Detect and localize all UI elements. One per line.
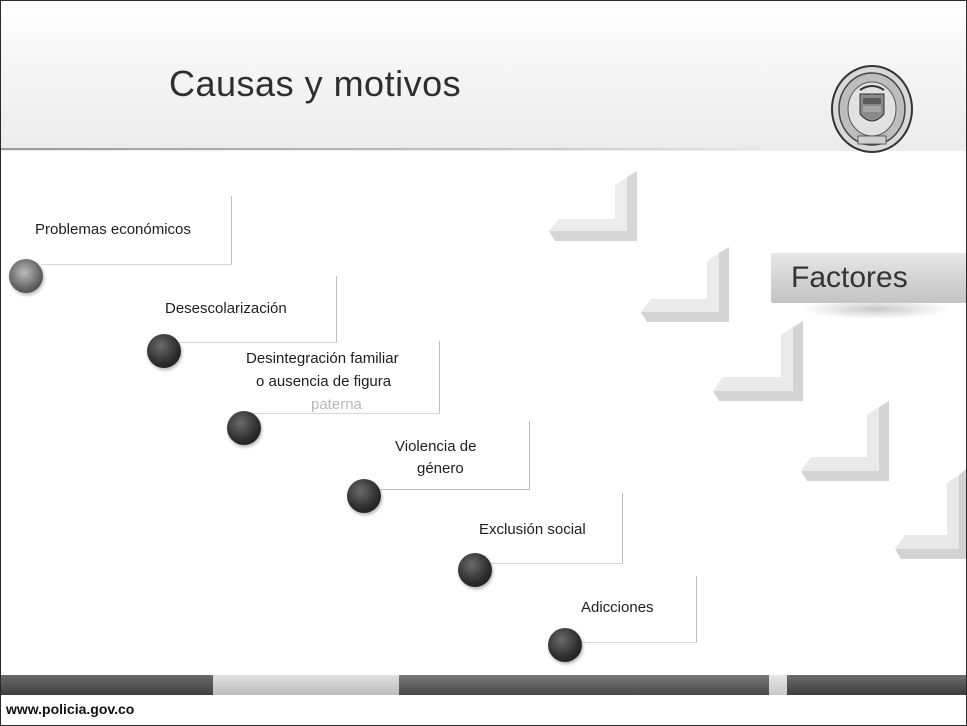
item-text-violencia-2: género (417, 460, 464, 477)
factores-shadow (801, 299, 951, 319)
chevron-arrow-icon (895, 469, 966, 559)
footer-bar-segment (1, 675, 213, 695)
item-text-desintegracion-1: Desintegración familiar (246, 350, 399, 367)
footer-url[interactable]: www.policia.gov.co (6, 701, 135, 717)
footer-bar-segment (213, 675, 399, 695)
factores-box: Factores (771, 253, 966, 303)
footer-bar-segment (769, 675, 787, 695)
item-bracket (176, 276, 337, 343)
circle-bullet-icon (227, 411, 261, 445)
header-band (1, 1, 966, 151)
national-police-seal-icon (831, 65, 913, 153)
header-divider (1, 148, 781, 150)
factores-label: Factores (791, 261, 908, 294)
circle-bullet-icon (347, 479, 381, 513)
slide-title: Causas y motivos (169, 63, 462, 104)
item-text-adicciones: Adicciones (581, 599, 654, 616)
footer-bar-segment (399, 675, 769, 695)
item-text-desescolarizacion: Desescolarización (165, 300, 287, 317)
item-text-desintegracion-3: paterna (311, 396, 362, 413)
circle-bullet-icon (548, 628, 582, 662)
chevron-arrow-icon (641, 247, 729, 322)
item-text-exclusion: Exclusión social (479, 521, 586, 538)
item-bracket (241, 341, 440, 414)
chevron-arrow-icon (801, 401, 889, 481)
item-bracket (561, 576, 697, 643)
chevron-arrow-icon (713, 321, 803, 401)
footer-bar-segment (787, 675, 966, 695)
chevron-arrow-icon (549, 171, 637, 241)
item-text-desintegracion-2: o ausencia de figura (256, 373, 392, 390)
circle-bullet-icon (9, 259, 43, 293)
item-bracket (476, 493, 623, 564)
circle-bullet-icon (458, 553, 492, 587)
circle-bullet-icon (147, 334, 181, 368)
item-text-violencia-1: Violencia de (395, 438, 477, 455)
item-bracket (41, 196, 232, 265)
item-text-problemas: Problemas económicos (35, 221, 191, 238)
item-bracket (361, 421, 530, 490)
